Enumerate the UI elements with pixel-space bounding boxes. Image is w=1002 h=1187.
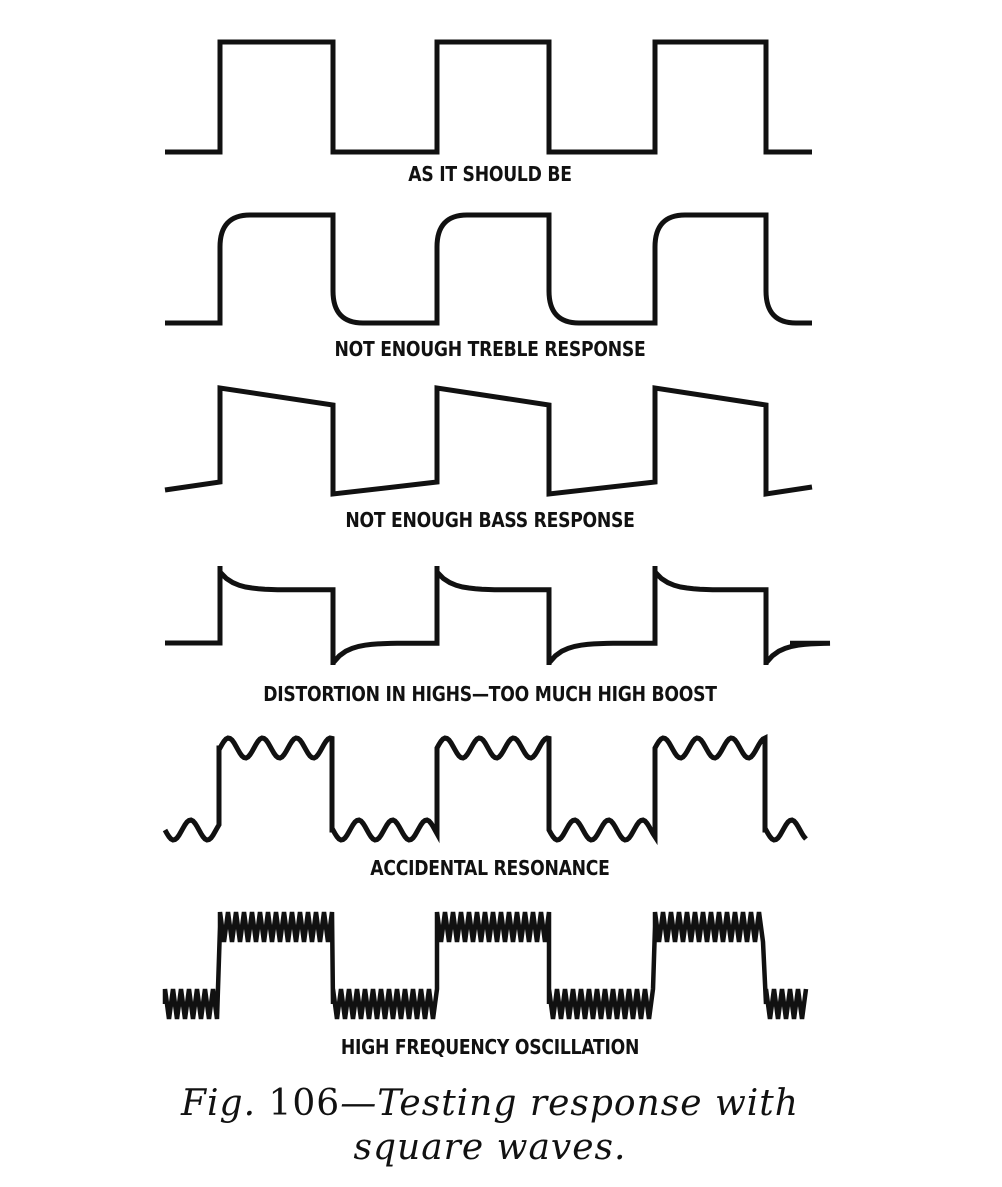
label-as-it-should-be: AS IT SHOULD BE: [408, 162, 572, 186]
label-not-enough-bass: NOT ENOUGH BASS RESPONSE: [345, 508, 635, 532]
label-distortion-in-highs: DISTORTION IN HIGHS—TOO MUCH HIGH BOOST: [263, 682, 717, 706]
bass-loss-wave: [164, 385, 813, 497]
label-accidental-resonance: ACCIDENTAL RESONANCE: [370, 856, 610, 880]
label-not-enough-treble: NOT ENOUGH TREBLE RESPONSE: [334, 337, 646, 361]
caption-line-2: square waves.: [353, 1127, 627, 1168]
treble-loss-wave: [165, 212, 812, 326]
label-high-frequency-oscillation: HIGH FREQUENCY OSCILLATION: [340, 1035, 640, 1059]
resonance-wave: [162, 733, 808, 846]
high-boost-distortion-wave: [165, 566, 831, 665]
figure-caption: Fig. 106—Testing response with square wa…: [0, 1082, 980, 1170]
oscillation-wave: [162, 911, 809, 1020]
caption-line-1: Fig. 106—Testing response with: [181, 1083, 799, 1124]
ideal-square-wave: [165, 39, 812, 155]
